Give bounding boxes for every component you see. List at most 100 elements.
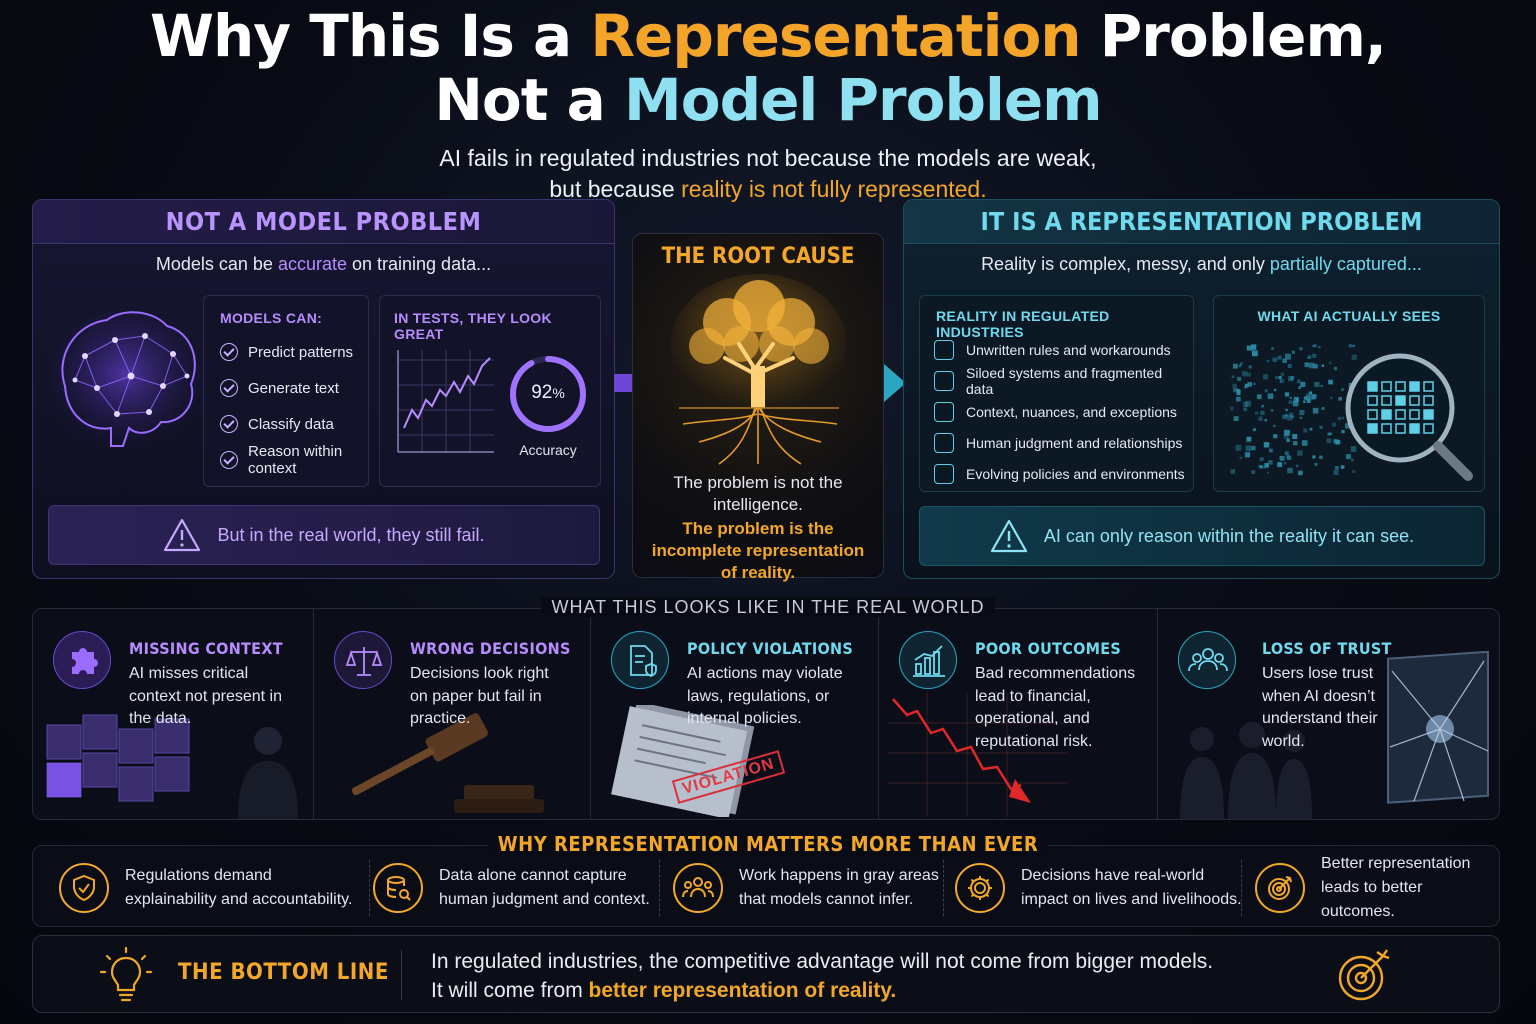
pixel-mark	[1314, 364, 1319, 369]
pixel-mark	[1297, 379, 1301, 384]
pixel-mark	[1314, 463, 1318, 466]
real-world-panel: MISSING CONTEXT AI misses critical conte…	[32, 608, 1500, 820]
pixel-mark	[1293, 396, 1299, 403]
accuracy-label: Accuracy	[519, 442, 577, 458]
pixel-mark	[1279, 380, 1282, 383]
pixel-mark	[1233, 363, 1238, 369]
right-panel-intro: Reality is complex, messy, and only part…	[981, 254, 1422, 274]
pixel-mark	[1291, 350, 1295, 354]
pixel-mark	[1318, 345, 1321, 349]
pixel-mark	[1330, 396, 1333, 399]
pixel-mark	[1250, 344, 1257, 350]
pixel-mark	[1352, 469, 1356, 473]
network-icon	[934, 370, 954, 391]
rw-card-title: LOSS OF TRUST	[1262, 639, 1392, 658]
list-item: Generate text	[220, 370, 368, 406]
database-search-icon	[373, 863, 423, 913]
pixel-mark	[1264, 463, 1269, 468]
real-world-title: WHAT THIS LOOKS LIKE IN THE REAL WORLD	[0, 597, 1536, 618]
tree-icon	[671, 274, 847, 465]
page-title: Why This Is a Representation Problem, No…	[150, 2, 1387, 134]
pixel-mark	[1232, 383, 1237, 389]
divider	[1241, 860, 1242, 916]
pixel-mark	[1311, 345, 1314, 348]
pixel-mark	[1341, 416, 1345, 420]
person-silhouette	[238, 727, 298, 819]
pixel-mark	[1263, 466, 1266, 469]
pixel-mark	[1230, 406, 1234, 411]
pixel-mark	[1283, 433, 1289, 439]
pixel-mark	[1253, 428, 1256, 432]
pixel-mark	[1245, 400, 1251, 407]
reality-card: REALITY IN REGULATED INDUSTRIES Unwritte…	[919, 295, 1194, 492]
pixel-mark	[1252, 350, 1258, 357]
pixel-mark	[1251, 470, 1256, 474]
puzzle-icon	[46, 714, 190, 802]
tests-card: IN TESTS, THEY LOOK GREAT 92% Accuracy	[379, 295, 601, 487]
pixel-mark	[1299, 416, 1303, 420]
rw-card-title: MISSING CONTEXT	[129, 639, 283, 658]
pixel-mark	[1297, 450, 1303, 456]
pixel-mark	[1280, 372, 1285, 377]
models-can-card: MODELS CAN: Predict patterns Generate te…	[203, 295, 369, 487]
pixel-mark	[1240, 362, 1243, 365]
reality-title: REALITY IN REGULATED INDUSTRIES	[936, 308, 1110, 340]
list-item: Context, nuances, and exceptions	[934, 396, 1193, 427]
pixel-mark	[1235, 444, 1242, 451]
pixel-mark	[1260, 410, 1265, 416]
pixel-mark	[1340, 465, 1345, 469]
lens-cell	[1367, 381, 1378, 392]
pixel-mark	[1261, 405, 1264, 409]
pixel-mark	[1305, 395, 1311, 401]
lens-cell	[1367, 423, 1378, 434]
pixel-mark	[1329, 432, 1332, 435]
pixel-mark	[1308, 355, 1312, 359]
pixel-mark	[1314, 381, 1320, 388]
pixel-mark	[1268, 460, 1273, 465]
rw-card-title: POOR OUTCOMES	[975, 639, 1122, 658]
pixel-mark	[1271, 347, 1274, 350]
root-cause-highlight: The problem is the incomplete representa…	[651, 519, 865, 582]
lightbulb-icon	[99, 946, 153, 1002]
people-icon	[934, 432, 954, 453]
warning-icon	[990, 519, 1027, 553]
accuracy-gauge	[510, 356, 586, 432]
documents-icon	[611, 705, 755, 817]
pixel-mark	[1303, 396, 1307, 400]
lens-cell	[1423, 381, 1434, 392]
target-icon	[1255, 863, 1305, 913]
puzzle-piece-icon	[53, 631, 111, 689]
pixel-mark	[1248, 365, 1252, 369]
pixel-mark	[1285, 408, 1288, 412]
pixel-mark	[1269, 448, 1273, 453]
pixel-mark	[1251, 445, 1256, 451]
pixel-mark	[1284, 451, 1289, 456]
pixel-mark	[1312, 353, 1317, 358]
pixel-mark	[1273, 434, 1278, 439]
pixel-mark	[1337, 416, 1341, 421]
pixel-mark	[1285, 414, 1288, 417]
pixel-mark	[1258, 464, 1262, 469]
pixel-mark	[1247, 372, 1251, 377]
pixel-mark	[1275, 376, 1278, 380]
pixel-mark	[1298, 386, 1301, 389]
pixel-mark	[1261, 404, 1265, 408]
pixel-mark	[1282, 414, 1288, 420]
root-cause-text: The problem is not the intelligence.	[673, 473, 843, 514]
pixel-mark	[1287, 455, 1292, 460]
rw-card-text: Bad recommendations lead to financial, o…	[975, 665, 1136, 750]
lens-cell	[1381, 381, 1392, 392]
pixel-mark	[1279, 455, 1285, 461]
representation-problem-panel: IT IS A REPRESENTATION PROBLEM Reality i…	[903, 199, 1500, 579]
arrow-right-icon	[864, 364, 906, 402]
policy-violations-card: VIOLATION POLICY VIOLATIONS AI actions m…	[591, 609, 879, 819]
shattered-screen-icon	[1387, 651, 1489, 804]
pixel-mark	[1266, 359, 1270, 363]
pixel-mark	[1237, 376, 1242, 381]
divider	[401, 950, 402, 1000]
pixel-mark	[1327, 432, 1331, 436]
pixel-mark	[1328, 361, 1332, 365]
